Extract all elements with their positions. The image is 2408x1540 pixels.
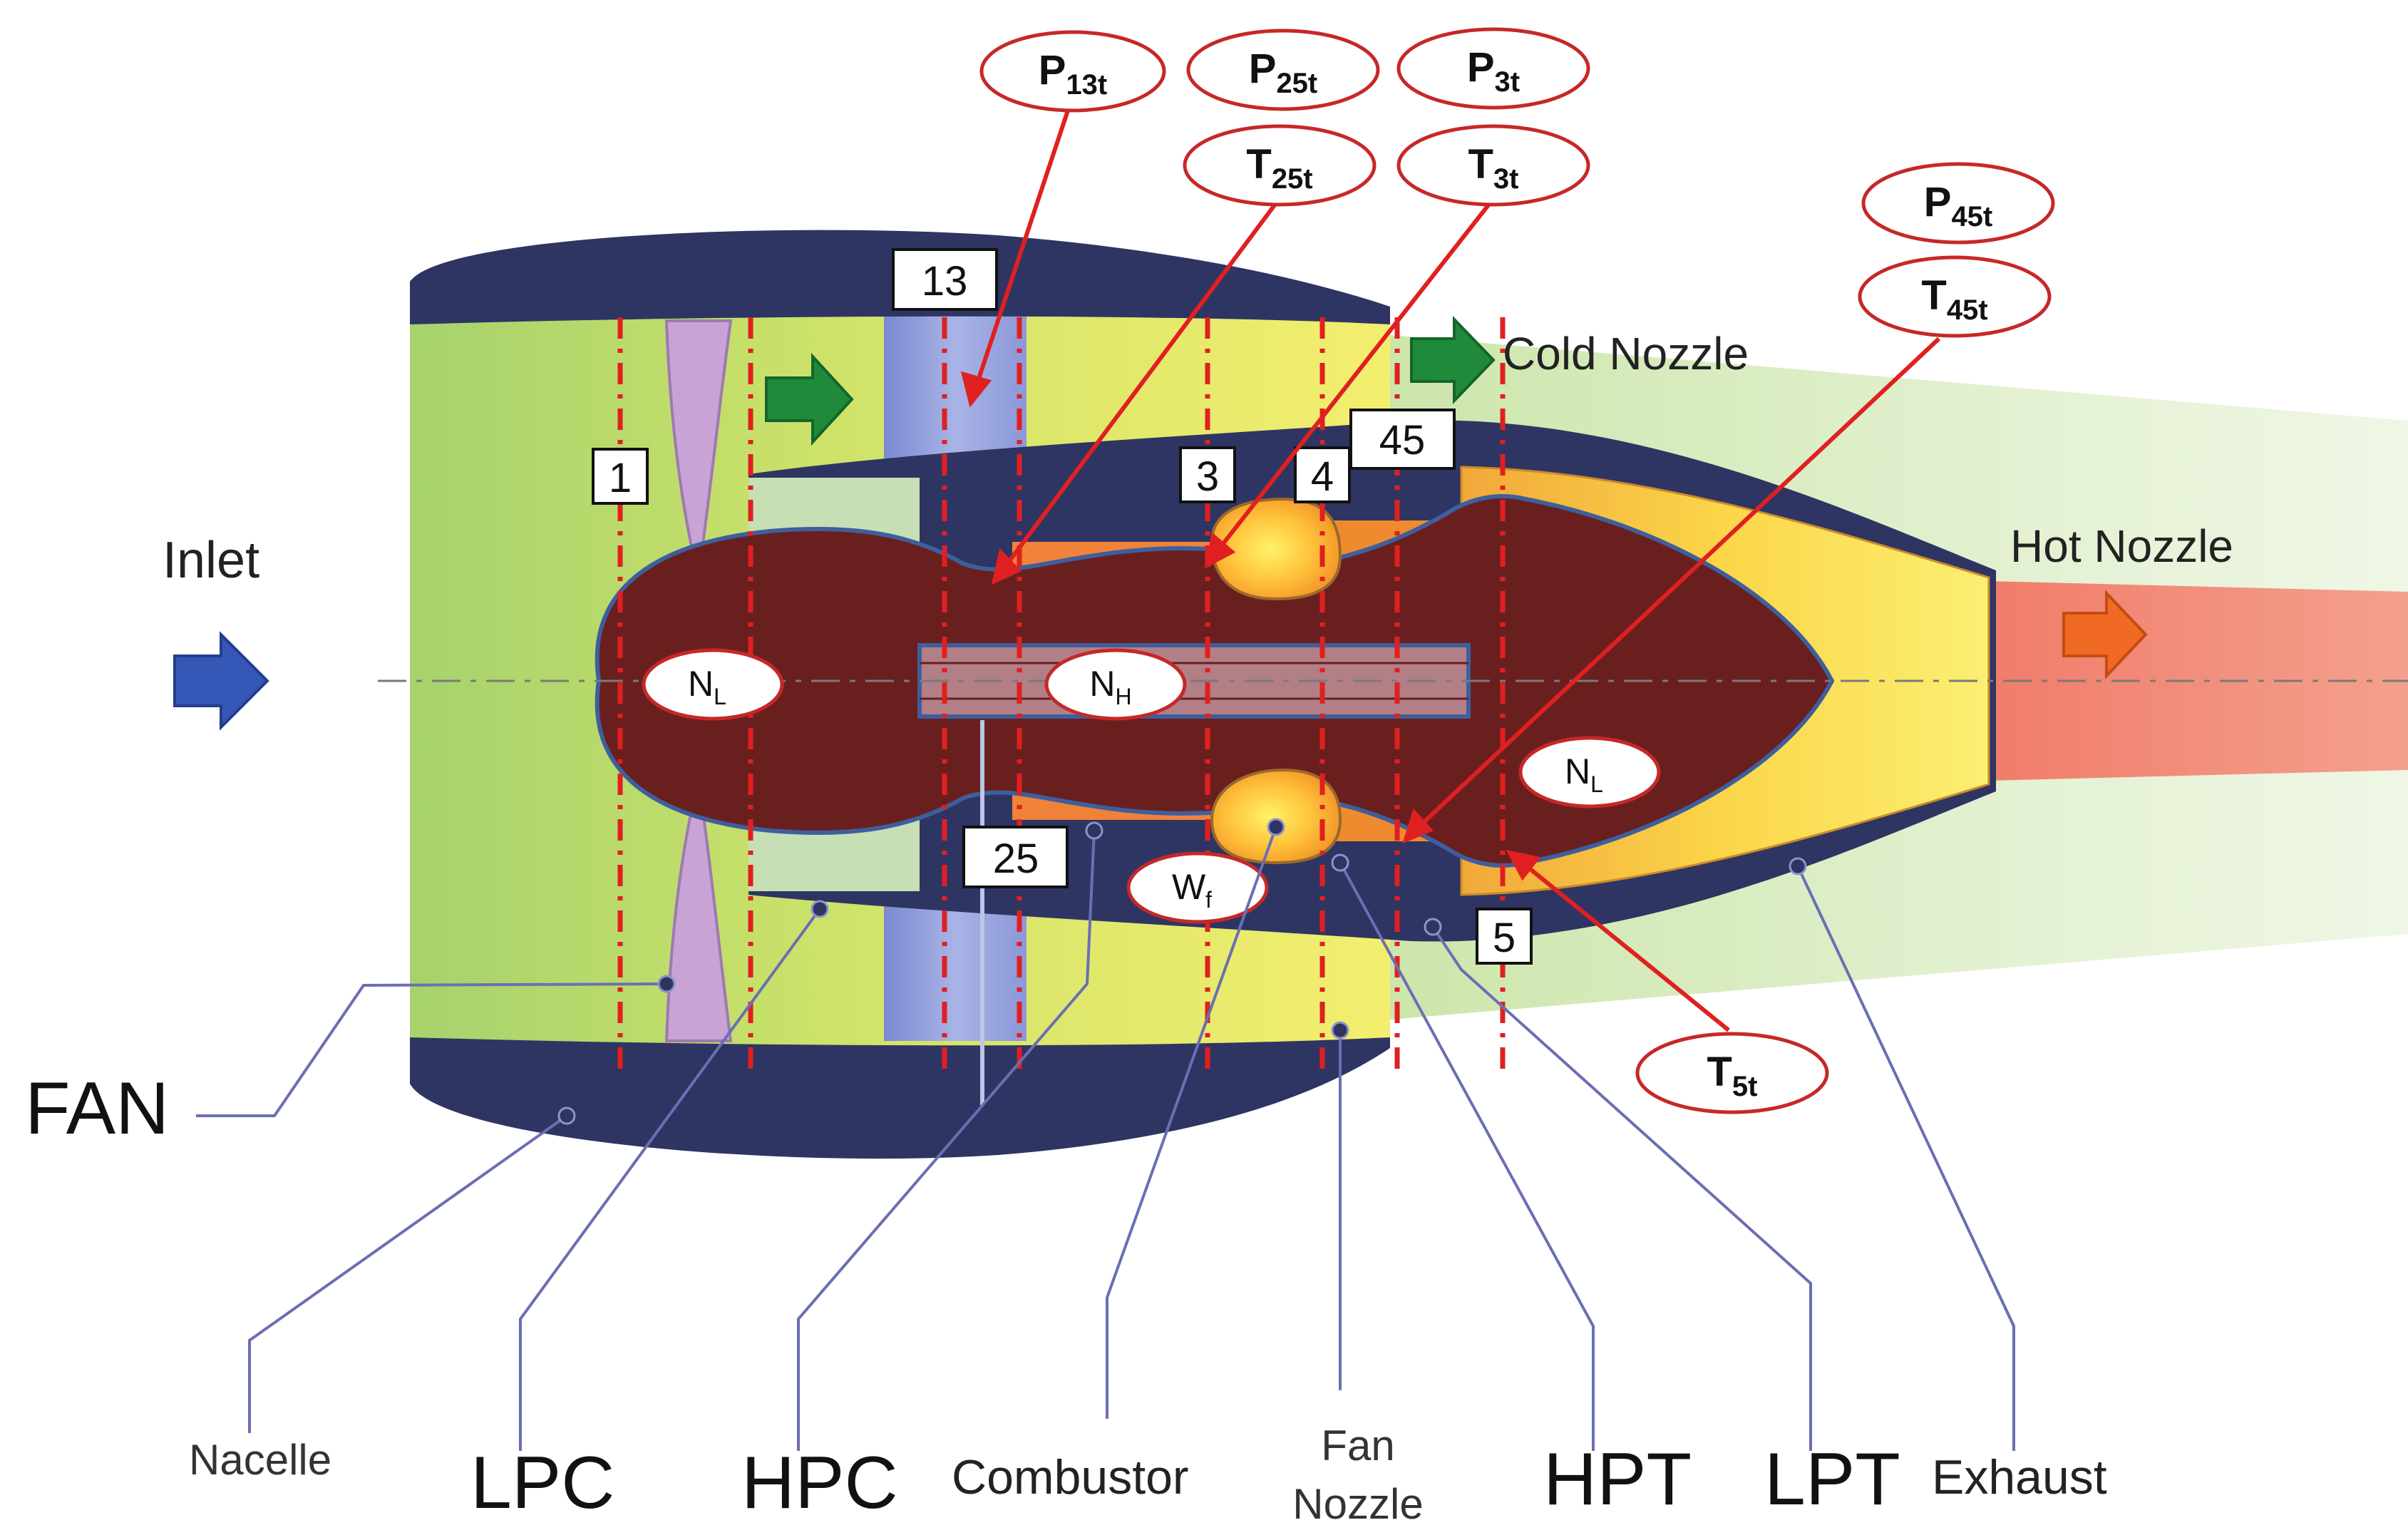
- label-exhaust: Exhaust: [1932, 1450, 2107, 1504]
- combustor-chamber-upper: [1210, 497, 1342, 601]
- sensor-arrows: [960, 110, 1941, 1032]
- label-fan-nozzle-line2: Nozzle: [1292, 1480, 1423, 1528]
- svg-text:NL: NL: [1565, 751, 1603, 797]
- station-box-5: 5: [1476, 908, 1533, 965]
- station-box-45: 45: [1349, 409, 1456, 470]
- arrow-p13t: [974, 110, 1070, 386]
- leader-lpc: [519, 908, 821, 1451]
- svg-text:T3t: T3t: [1468, 141, 1518, 195]
- dot-fan: [657, 975, 676, 993]
- station-box-1: 1: [592, 448, 649, 505]
- svg-text:NL: NL: [688, 664, 726, 709]
- hot-nozzle-label: Hot Nozzle: [2010, 520, 2233, 572]
- svg-text:NH: NH: [1089, 664, 1131, 709]
- arrowhead-t45t: [1402, 808, 1434, 844]
- svg-text:13: 13: [922, 258, 968, 304]
- arrowhead-t3t: [1204, 532, 1236, 569]
- label-fan-nozzle-line1: Fan: [1321, 1422, 1394, 1469]
- arrowhead-t25t: [991, 548, 1022, 585]
- arrow-t3t: [1217, 202, 1492, 550]
- svg-text:5: 5: [1493, 915, 1516, 961]
- label-combustor: Combustor: [952, 1450, 1189, 1504]
- svg-text:25: 25: [993, 836, 1039, 882]
- sensor-nh: NH: [1044, 648, 1187, 721]
- sensor-t5t: T5t: [1635, 1032, 1829, 1114]
- leader-exhaust: [1796, 866, 2015, 1451]
- svg-text:T45t: T45t: [1921, 272, 1987, 326]
- sensor-nl-rear: NL: [1518, 736, 1661, 808]
- svg-text:3: 3: [1196, 453, 1219, 500]
- leader-dots: [557, 818, 1807, 1125]
- svg-text:P45t: P45t: [1924, 179, 1993, 232]
- arrow-t45t: [1416, 337, 1941, 829]
- station-box-3: 3: [1179, 446, 1236, 503]
- dot-lpc: [811, 900, 829, 918]
- svg-text:1: 1: [609, 455, 632, 501]
- leader-fan: [196, 982, 667, 1117]
- dot-combustor: [1267, 818, 1285, 836]
- arrow-t25t: [1003, 202, 1278, 568]
- nacelle-lower: [410, 1037, 1390, 1159]
- svg-text:P25t: P25t: [1249, 46, 1318, 99]
- svg-text:45: 45: [1379, 417, 1426, 463]
- sensor-t25t: T25t: [1183, 124, 1377, 207]
- sensor-t3t: T3t: [1396, 124, 1590, 207]
- label-lpc: LPC: [470, 1442, 614, 1524]
- arrowhead-p13t: [960, 371, 992, 408]
- svg-text:T25t: T25t: [1246, 141, 1312, 195]
- sensor-t45t: T45t: [1858, 255, 2052, 338]
- sensor-p3t: P3t: [1396, 27, 1590, 110]
- label-nacelle: Nacelle: [189, 1436, 331, 1484]
- cold-nozzle-label: Cold Nozzle: [1503, 328, 1749, 379]
- dot-lpt: [1424, 918, 1442, 936]
- svg-text:T5t: T5t: [1707, 1049, 1757, 1102]
- dot-hpc: [1085, 821, 1103, 840]
- sensor-p45t: P45t: [1861, 162, 2055, 245]
- station-box-25: 25: [962, 826, 1069, 888]
- svg-text:P3t: P3t: [1467, 44, 1520, 98]
- sensor-p13t: P13t: [979, 30, 1166, 113]
- leader-hpt: [1339, 862, 1595, 1451]
- dot-fan-nozzle: [1331, 1021, 1349, 1040]
- svg-text:4: 4: [1311, 453, 1334, 500]
- station-box-13: 13: [892, 248, 998, 311]
- leader-lpt: [1431, 925, 1812, 1451]
- label-hpc: HPC: [741, 1442, 898, 1524]
- svg-text:Wf: Wf: [1172, 867, 1212, 913]
- cold-nozzle-exit-arrow-icon: [1410, 316, 1496, 404]
- inlet-label: Inlet: [163, 532, 259, 589]
- sensor-nl-front: NL: [642, 648, 784, 721]
- label-hpt: HPT: [1543, 1438, 1692, 1521]
- station-box-4: 4: [1294, 446, 1351, 503]
- arrow-t5t: [1523, 862, 1730, 1032]
- dot-nacelle: [557, 1107, 576, 1125]
- label-lpt: LPT: [1764, 1438, 1900, 1521]
- combustor-chamber-lower: [1210, 768, 1342, 865]
- leader-hpc: [797, 830, 1096, 1451]
- hot-nozzle-arrow-icon: [2062, 589, 2148, 680]
- cold-nozzle-arrow-icon: [765, 352, 854, 446]
- svg-text:P13t: P13t: [1039, 47, 1108, 101]
- leader-lines: [196, 826, 2015, 1451]
- sensor-wf: Wf: [1126, 851, 1269, 924]
- leader-combustor: [1106, 826, 1277, 1419]
- dot-exhaust: [1789, 857, 1807, 876]
- arrowhead-t5t: [1506, 849, 1541, 881]
- label-fan: FAN: [25, 1067, 169, 1150]
- leader-nacelle: [248, 1114, 568, 1433]
- inlet-arrow-icon: [173, 631, 269, 731]
- dot-hpt: [1331, 853, 1349, 872]
- sensor-p25t: P25t: [1186, 29, 1380, 111]
